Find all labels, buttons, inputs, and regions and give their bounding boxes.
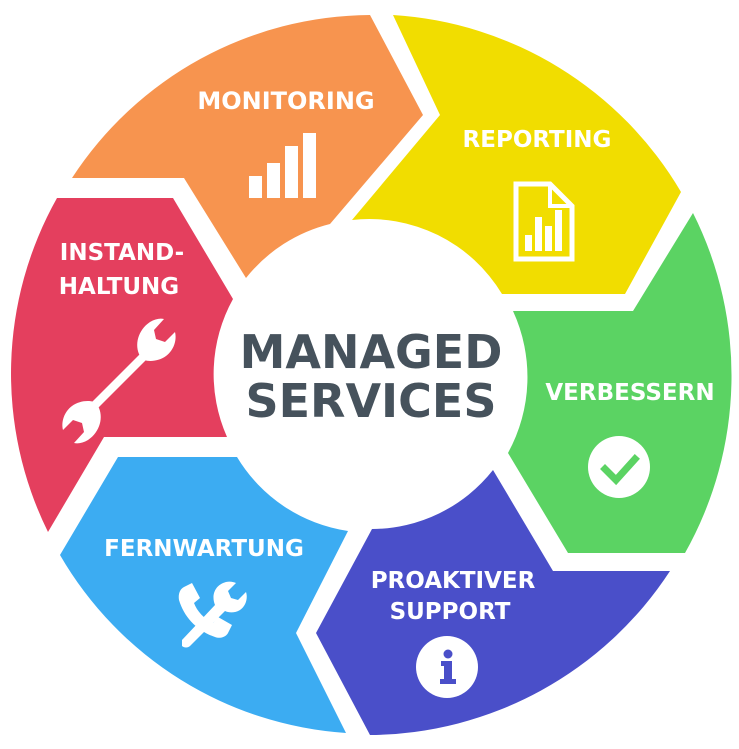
info-circle-icon bbox=[416, 636, 478, 698]
wrench-icon bbox=[62, 318, 176, 444]
segment-verbessern-label: VERBESSERN bbox=[545, 380, 714, 406]
segment-reporting-label: REPORTING bbox=[463, 127, 612, 153]
center-title: MANAGED SERVICES bbox=[240, 325, 503, 428]
segment-proaktiver-support-label-line2: SUPPORT bbox=[390, 599, 511, 625]
segment-verbessern-shape bbox=[508, 213, 732, 553]
center-title-line1: MANAGED bbox=[240, 325, 503, 379]
segment-reporting: REPORTING bbox=[352, 15, 681, 294]
segment-fernwartung-shape bbox=[60, 457, 348, 733]
segment-instandhaltung: INSTAND- HALTUNG bbox=[11, 198, 233, 532]
segment-proaktiver-support-shape bbox=[316, 470, 670, 735]
segment-fernwartung-label: FERNWARTUNG bbox=[104, 536, 304, 562]
segment-verbessern: VERBESSERN bbox=[508, 213, 732, 553]
center-title-line2: SERVICES bbox=[245, 374, 496, 428]
segment-instandhaltung-label-line2: HALTUNG bbox=[59, 274, 179, 300]
phone-wrench-icon bbox=[178, 581, 247, 648]
report-document-icon bbox=[513, 181, 575, 262]
segment-instandhaltung-shape bbox=[11, 198, 233, 532]
checkmark-circle-icon bbox=[588, 436, 650, 498]
segment-proaktiver-support-label-line1: PROAKTIVER bbox=[371, 568, 536, 594]
segment-fernwartung: FERNWARTUNG bbox=[60, 457, 348, 733]
segment-monitoring-label: MONITORING bbox=[197, 87, 374, 115]
segment-monitoring-shape bbox=[72, 15, 423, 278]
bar-chart-icon bbox=[249, 133, 316, 198]
segment-monitoring: MONITORING bbox=[72, 15, 423, 278]
segment-reporting-shape bbox=[352, 15, 681, 294]
segment-instandhaltung-label-line1: INSTAND- bbox=[60, 240, 184, 266]
segment-proaktiver-support: PROAKTIVER SUPPORT bbox=[316, 470, 670, 735]
